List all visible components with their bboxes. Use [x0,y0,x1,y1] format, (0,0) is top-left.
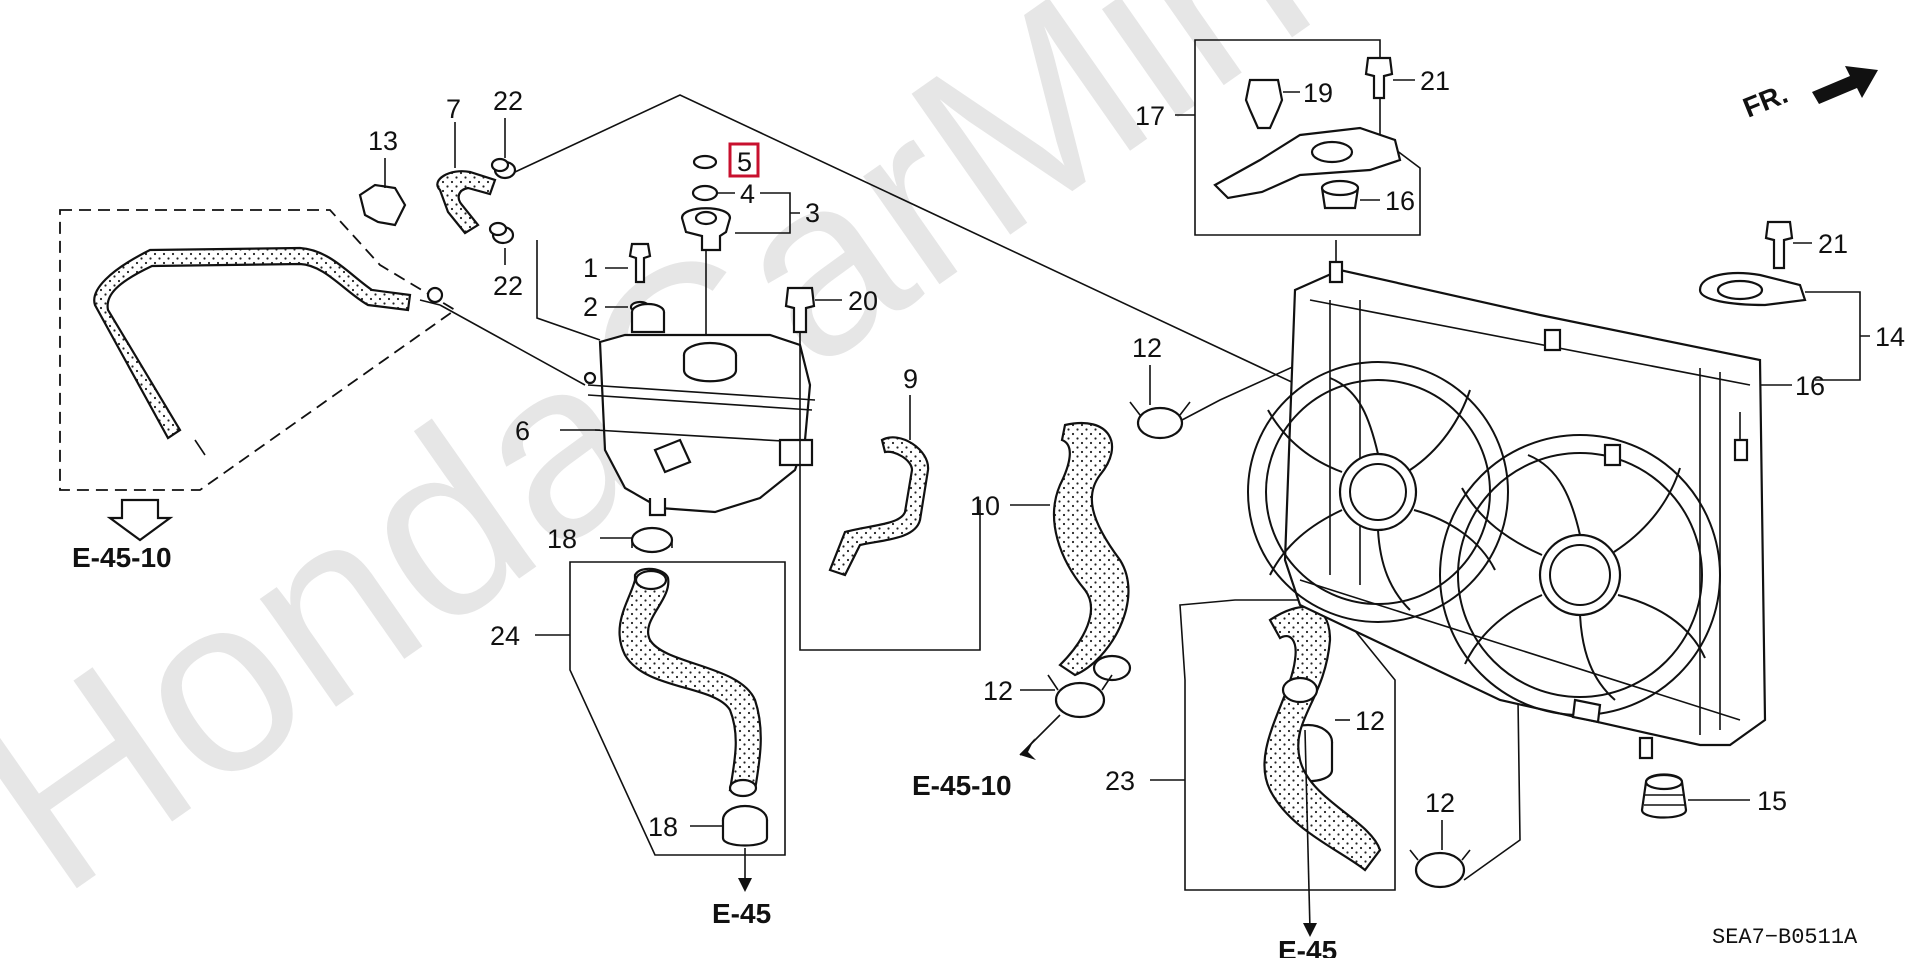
part-24-lower-hose[interactable] [618,567,762,798]
breather-hose[interactable] [93,246,412,440]
ref-e45-10-left[interactable]: E-45-10 [72,542,172,573]
part-12-clamp-a[interactable] [1129,401,1191,440]
label-10: 10 [970,491,1000,521]
part-15-cushion[interactable] [1640,773,1688,819]
part-7-hose[interactable] [436,170,497,235]
part-3-cap[interactable] [680,207,732,252]
label-22-upper: 22 [493,86,523,116]
label-12-b: 12 [983,676,1013,706]
part-10-upper-hose[interactable] [1052,422,1132,682]
label-16-upper: 16 [1385,186,1415,216]
label-2: 2 [583,292,598,322]
label-3: 3 [805,198,820,228]
label-4: 4 [740,179,755,209]
label-15: 15 [1757,786,1787,816]
part-18-clamp-upper[interactable] [630,526,674,554]
label-21-lower: 21 [1818,229,1848,259]
label-5[interactable]: 5 [737,147,752,177]
part-22-clamp-lower[interactable] [488,221,515,245]
label-14: 14 [1875,322,1905,352]
part-5-seal[interactable] [692,154,718,170]
part-23-lower-hose[interactable] [1263,605,1382,872]
front-direction-label: FR. [1739,78,1792,124]
ref-e45-10-mid[interactable]: E-45-10 [912,770,1012,801]
part-18-clamp-lower[interactable] [721,804,769,847]
label-6: 6 [515,416,530,446]
diagram-code: SEA7−B0511A [1712,925,1858,950]
highlight-box-part-5 [728,142,760,178]
label-16-lower: 16 [1795,371,1825,401]
label-12-a: 12 [1132,333,1162,363]
label-24: 24 [490,621,520,651]
part-20-bolt[interactable] [784,286,816,334]
label-21-upper: 21 [1420,66,1450,96]
front-direction-indicator: FR. [1739,66,1878,124]
radiator-fan-assembly[interactable] [1247,260,1767,760]
part-12-clamp-d[interactable] [1409,849,1471,889]
part-4-seal[interactable] [691,184,719,202]
label-7: 7 [446,94,461,124]
down-arrow-icon [106,498,174,542]
part-9-hose[interactable] [828,436,930,577]
label-1: 1 [583,253,598,283]
label-19: 19 [1303,78,1333,108]
breather-hose-group: E-45-10 [59,209,457,573]
fan-left [1247,361,1509,623]
part-13-clip[interactable] [358,158,407,227]
label-12-c: 12 [1355,706,1385,736]
ref-e45-right[interactable]: E-45 [1278,935,1337,958]
part-12-clamp-b[interactable] [1047,674,1113,719]
label-9: 9 [903,364,918,394]
label-18-lower: 18 [648,812,678,842]
label-12-d: 12 [1425,788,1455,818]
part-16-grommet-upper[interactable] [1320,179,1360,210]
label-13: 13 [368,126,398,156]
part-17-bracket[interactable] [1213,126,1402,200]
label-20: 20 [848,286,878,316]
ref-e45-left[interactable]: E-45 [712,898,771,929]
part-6-reservoir-tank[interactable] [583,302,816,517]
label-17: 17 [1135,101,1165,131]
part-21-bolt-upper[interactable] [1364,56,1394,100]
label-18-upper: 18 [547,524,577,554]
part-22-clamp-upper[interactable] [490,157,517,180]
part-21-bolt-lower[interactable] [1764,220,1794,270]
label-23: 23 [1105,766,1135,796]
label-22-lower: 22 [493,271,523,301]
front-direction-arrow-icon [1812,66,1878,104]
part-19-clip[interactable] [1244,78,1284,130]
part-1-bolt[interactable] [628,242,652,284]
part-14-bracket[interactable] [1698,272,1807,307]
